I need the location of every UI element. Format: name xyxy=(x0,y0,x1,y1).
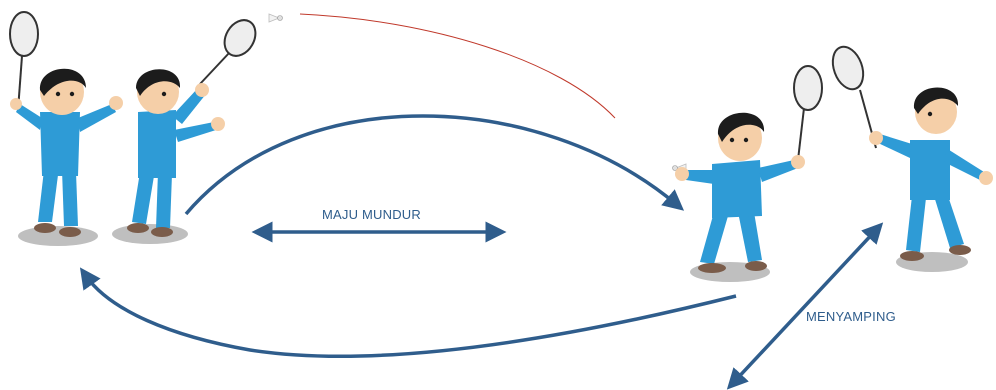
forward-backward-label: MAJU MUNDUR xyxy=(322,207,421,222)
sideways-arrow xyxy=(726,222,884,390)
shuttlecock-icon xyxy=(268,13,283,23)
shuttle-trajectory xyxy=(299,13,616,119)
player-2-hitting xyxy=(112,19,257,244)
sideways-label: MENYAMPING xyxy=(806,309,896,324)
racket-icon xyxy=(793,65,823,161)
racket-icon xyxy=(199,19,257,85)
arc-arrow-return xyxy=(79,267,737,359)
racket-icon xyxy=(9,11,39,111)
arc-arrow-forward xyxy=(184,114,685,216)
player-3-ready xyxy=(672,65,823,282)
player-4-swinging xyxy=(831,45,993,272)
player-1-racket-up xyxy=(9,11,123,246)
racket-icon xyxy=(831,45,877,149)
